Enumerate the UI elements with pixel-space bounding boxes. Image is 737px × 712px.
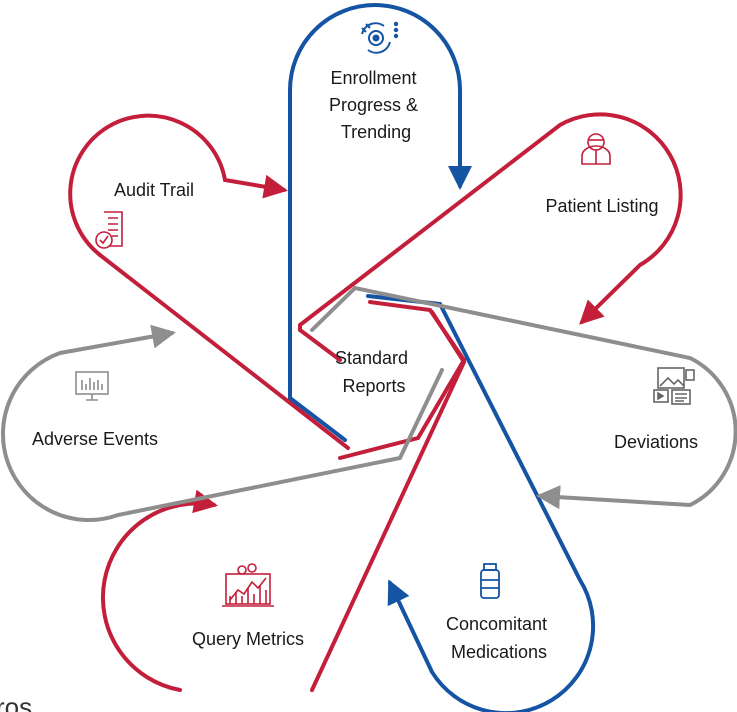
certificate-document-icon bbox=[95, 211, 123, 249]
analytics-chart-icon bbox=[222, 563, 274, 607]
concomitant-label: Concomitant Medications bbox=[446, 614, 552, 662]
loop-audit-trail bbox=[68, 113, 350, 450]
medicine-bottle-icon bbox=[480, 563, 500, 599]
patient-listing-label: Patient Listing bbox=[545, 196, 658, 216]
center-line2: Reports bbox=[342, 376, 405, 396]
audit-trail-label: Audit Trail bbox=[114, 180, 194, 200]
sync-target-icon bbox=[361, 21, 399, 54]
node-concomitant-medications[interactable]: Concomitant Medications bbox=[446, 563, 552, 662]
node-patient-listing[interactable]: Patient Listing bbox=[545, 133, 659, 216]
footer-fragment-text: ros bbox=[0, 692, 32, 712]
media-gallery-icon bbox=[653, 367, 695, 405]
person-icon bbox=[581, 133, 611, 165]
monitor-chart-icon bbox=[75, 371, 109, 401]
node-query-metrics[interactable]: Query Metrics bbox=[192, 563, 304, 649]
enrollment-label: Enrollment Progress & Trending bbox=[329, 68, 423, 142]
center-label: Standard Reports bbox=[335, 348, 413, 396]
center-line1: Standard bbox=[335, 348, 408, 368]
query-metrics-label: Query Metrics bbox=[192, 629, 304, 649]
adverse-events-label: Adverse Events bbox=[32, 429, 158, 449]
node-enrollment[interactable]: Enrollment Progress & Trending bbox=[329, 21, 423, 142]
loop-enrollment bbox=[288, 3, 472, 442]
node-adverse-events[interactable]: Adverse Events bbox=[32, 371, 158, 449]
node-audit-trail[interactable]: Audit Trail bbox=[95, 180, 194, 249]
loop-patient-listing bbox=[298, 112, 683, 362]
node-deviations[interactable]: Deviations bbox=[614, 367, 698, 452]
deviations-label: Deviations bbox=[614, 432, 698, 452]
loop-adverse-events bbox=[1, 324, 444, 523]
loop-deviations bbox=[310, 285, 737, 510]
loop-query-metrics bbox=[100, 300, 467, 692]
loop-concomitant bbox=[366, 294, 596, 712]
